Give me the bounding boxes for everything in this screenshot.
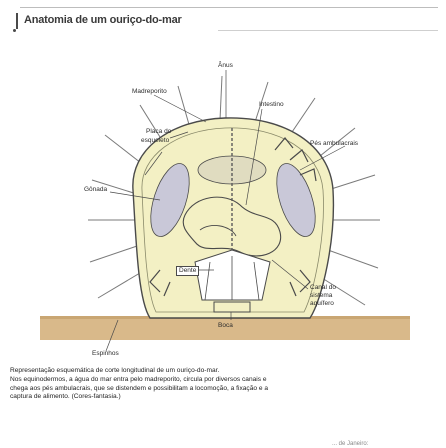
label-boca: Boca: [218, 322, 233, 330]
label-placa-2: esqueleto: [141, 137, 169, 145]
caption-line-4: captura de alimento. (Cores-fantasia.): [10, 393, 438, 402]
figure-caption: Representação esquemática de corte longi…: [10, 367, 438, 402]
caption-line-3: chega aos pés ambulacrais, que se disten…: [10, 385, 438, 394]
label-espinhos: Espinhos: [92, 350, 119, 358]
label-pes-ambulacrais: Pés ambulacrais: [310, 140, 358, 148]
label-canal-3: aquífero: [310, 300, 334, 308]
label-intestino: Intestino: [259, 101, 284, 109]
label-canal-1: Canal do: [310, 284, 336, 292]
caption-line-1: Representação esquemática de corte longi…: [10, 367, 438, 376]
label-gonada: Gônada: [84, 186, 107, 194]
label-anus: Ânus: [218, 62, 233, 70]
credit-text: ... de Janeiro:: [332, 441, 368, 447]
label-madreporito: Madreporito: [132, 88, 167, 96]
label-placa-1: Placa do: [146, 128, 171, 136]
caption-line-2: Nos equinodermos, a água do mar entra pe…: [10, 376, 438, 385]
urchin-body: [133, 118, 334, 318]
label-dente: Dente: [176, 266, 199, 276]
label-canal-2: sistema: [310, 292, 332, 300]
